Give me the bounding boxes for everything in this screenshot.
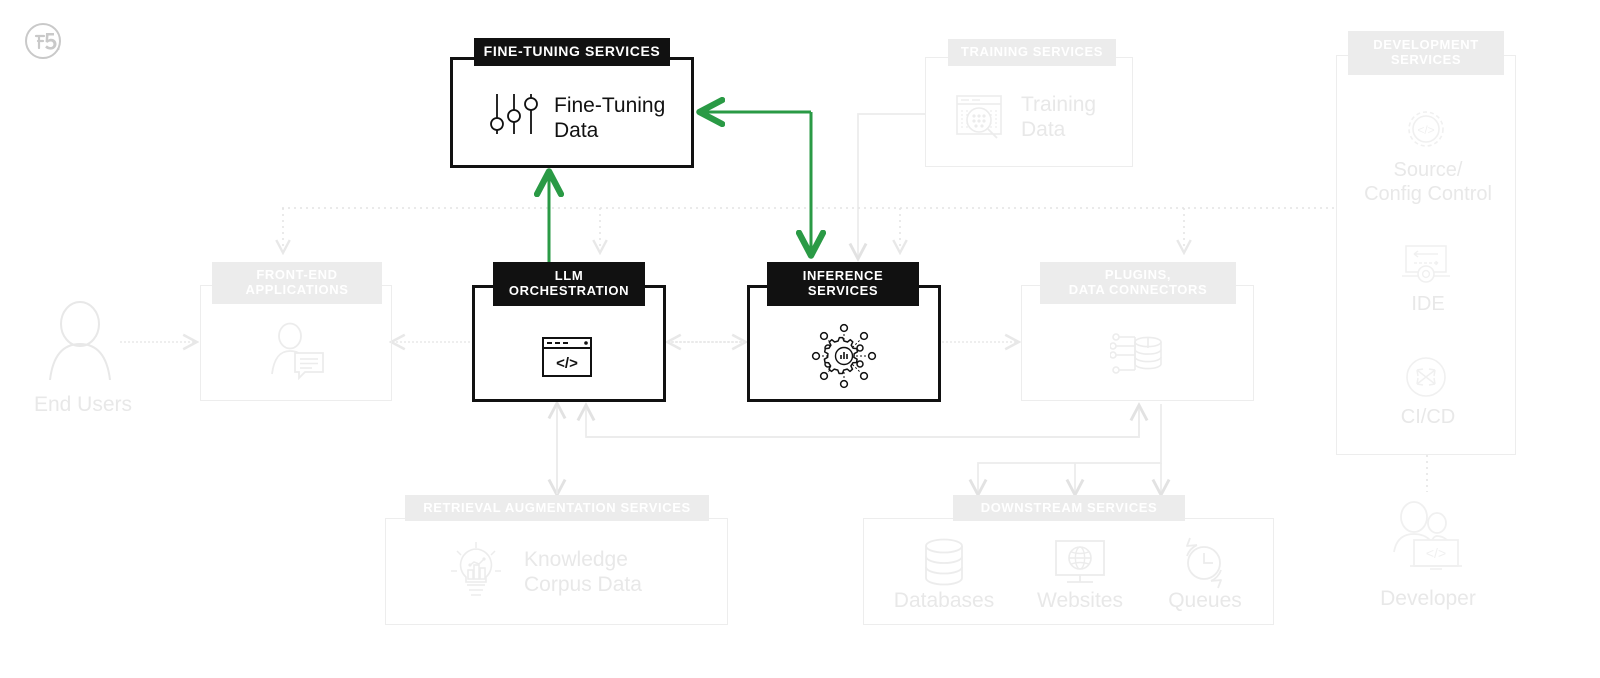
group-title-frontend-line1: FRONT-END bbox=[256, 267, 338, 283]
database-icon bbox=[917, 537, 971, 589]
group-title-frontend-line2: APPLICATIONS bbox=[245, 282, 349, 297]
f5-logo bbox=[24, 22, 64, 62]
label-source-config-line2: Config Control bbox=[1364, 183, 1492, 205]
group-title-retrieval-augmentation-services: RETRIEVAL AUGMENTATION SERVICES bbox=[405, 495, 709, 521]
svg-text:</>: </> bbox=[556, 355, 578, 372]
label-databases: Databases bbox=[893, 589, 995, 612]
group-title-inference-services: INFERENCE SERVICES bbox=[767, 262, 919, 306]
label-source-config-control: Source/ Config Control bbox=[1340, 158, 1516, 206]
group-title-llm-line2: ORCHESTRATION bbox=[508, 283, 630, 298]
group-title-llm-line1: LLM bbox=[554, 268, 584, 284]
code-window-icon: </> bbox=[541, 336, 593, 378]
queue-clock-icon bbox=[1176, 537, 1232, 589]
svg-text:</>: </> bbox=[1426, 545, 1446, 561]
label-source-config-line1: Source/ bbox=[1393, 159, 1463, 181]
group-title-inference-line1: INFERENCE bbox=[802, 268, 884, 284]
monitor-globe-icon bbox=[1052, 537, 1108, 589]
label-knowledge-line2: Corpus Data bbox=[524, 573, 642, 597]
group-title-plugins-line1: PLUGINS, bbox=[1104, 267, 1172, 283]
label-fine-tuning-data-line1: Fine-Tuning bbox=[554, 94, 666, 117]
label-knowledge-line1: Knowledge bbox=[524, 548, 628, 571]
developer-laptop-icon: </> bbox=[1388, 500, 1468, 572]
svg-text:</>: </> bbox=[1417, 123, 1434, 137]
gear-network-icon bbox=[806, 318, 882, 394]
label-cicd: CI/CD bbox=[1400, 406, 1456, 428]
group-title-plugins-data-connectors: PLUGINS, DATA CONNECTORS bbox=[1040, 262, 1236, 304]
label-ide: IDE bbox=[1411, 293, 1445, 315]
label-fine-tuning-data: Fine-Tuning Data bbox=[554, 93, 694, 143]
group-title-fine-tuning-services: FINE-TUNING SERVICES bbox=[474, 38, 670, 66]
label-knowledge-corpus-data: Knowledge Corpus Data bbox=[524, 547, 714, 597]
user-icon bbox=[42, 300, 118, 381]
user-chat-icon bbox=[266, 322, 328, 381]
group-title-downstream-services: DOWNSTREAM SERVICES bbox=[953, 495, 1185, 521]
connector-training-inference bbox=[858, 113, 925, 258]
connector-llm-plugins-bus bbox=[586, 406, 1139, 438]
label-fine-tuning-data-line2: Data bbox=[554, 119, 599, 143]
database-connector-icon bbox=[1109, 328, 1170, 382]
group-title-inference-line2: SERVICES bbox=[807, 283, 879, 298]
group-title-training-services: TRAINING SERVICES bbox=[948, 39, 1116, 66]
group-title-development-services: DEVELOPMENT SERVICES bbox=[1348, 31, 1504, 75]
group-title-llm-orchestration: LLM ORCHESTRATION bbox=[493, 262, 645, 306]
label-websites: Websites bbox=[1037, 589, 1123, 612]
cicd-icon bbox=[1398, 352, 1454, 402]
group-title-plugins-line2: DATA CONNECTORS bbox=[1068, 282, 1208, 297]
group-title-front-end-applications: FRONT-END APPLICATIONS bbox=[212, 262, 382, 304]
label-queues: Queues bbox=[1168, 589, 1242, 612]
group-title-dev-line1: DEVELOPMENT bbox=[1373, 37, 1479, 53]
connector-plugins-downstream-fanout bbox=[978, 404, 1162, 494]
ide-icon bbox=[1398, 240, 1454, 288]
group-title-dev-line2: SERVICES bbox=[1390, 52, 1462, 67]
label-developer: Developer bbox=[1380, 587, 1476, 610]
gear-code-icon: </> bbox=[1398, 104, 1454, 154]
connector-plugins-llm-bus bbox=[586, 404, 1140, 438]
sliders-icon bbox=[484, 88, 544, 140]
label-training-data: Training Data bbox=[1021, 92, 1141, 142]
lightbulb-chart-icon bbox=[448, 540, 504, 600]
label-training-data-line2: Data bbox=[1021, 118, 1066, 142]
label-end-users: End Users bbox=[33, 393, 133, 416]
label-training-data-line1: Training bbox=[1021, 93, 1097, 116]
data-search-icon bbox=[953, 92, 1009, 142]
